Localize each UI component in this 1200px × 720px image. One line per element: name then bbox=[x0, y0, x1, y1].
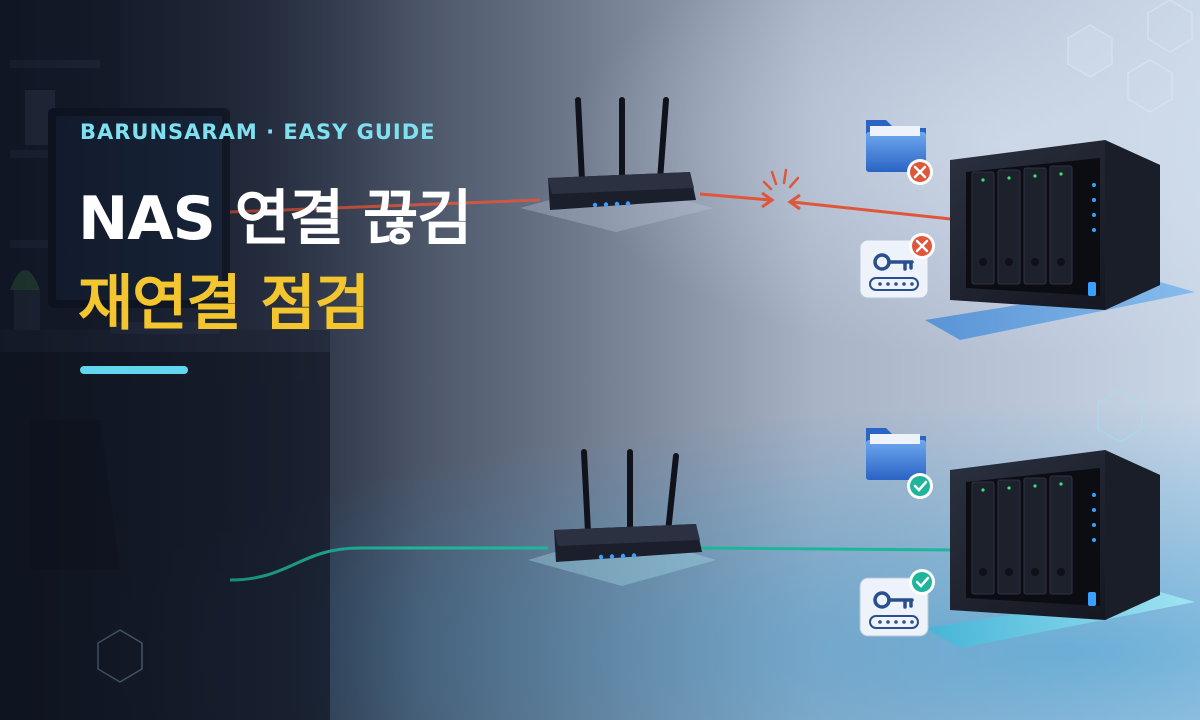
check-badge-icon bbox=[907, 473, 933, 499]
folder-icon bbox=[866, 120, 926, 172]
folder-icon bbox=[866, 428, 926, 480]
hex-decoration-top bbox=[1067, 0, 1193, 113]
key-icon bbox=[859, 577, 929, 637]
error-badge-icon bbox=[909, 233, 935, 259]
router-icon bbox=[520, 97, 714, 232]
error-badge-icon bbox=[907, 159, 933, 185]
key-icon bbox=[859, 239, 929, 299]
router-icon bbox=[528, 449, 716, 586]
nas-icon bbox=[925, 140, 1195, 340]
nas-icon bbox=[925, 450, 1195, 648]
break-spark-icon bbox=[762, 168, 800, 191]
brand-label: BARUNSARAM · EASY GUIDE bbox=[80, 120, 436, 144]
page-title: NAS 연결 끊김 bbox=[78, 184, 472, 254]
check-badge-icon bbox=[909, 569, 935, 595]
page-subtitle: 재연결 점검 bbox=[78, 269, 370, 339]
left-shade bbox=[0, 0, 420, 720]
title-underline bbox=[80, 366, 188, 374]
